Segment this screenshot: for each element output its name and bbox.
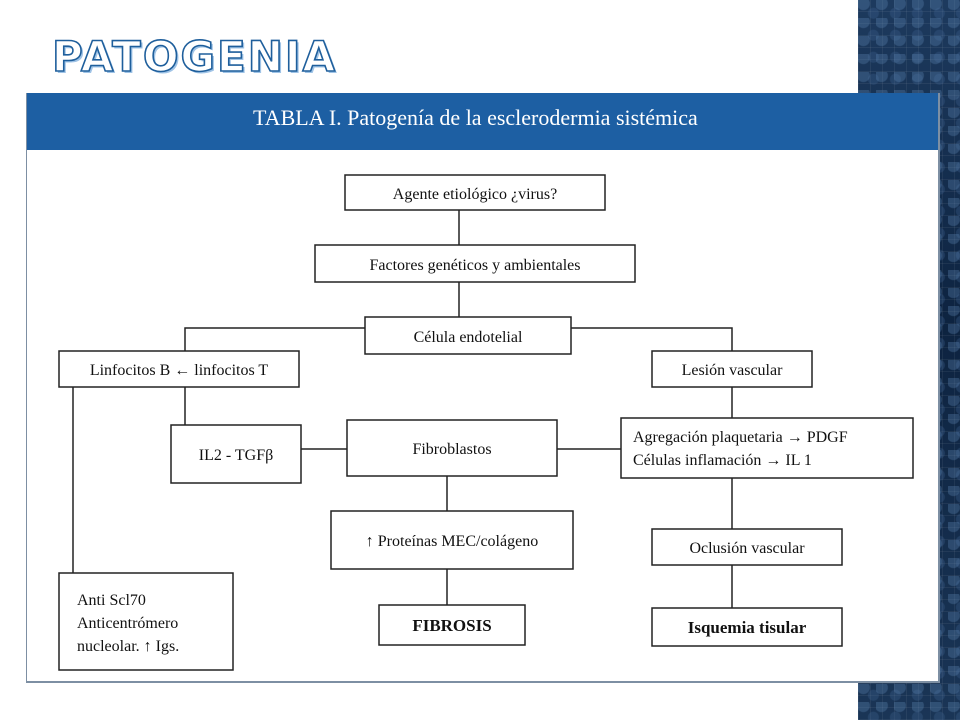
- box-linfocitos: [58, 350, 300, 388]
- node-fibrosis-label: FIBROSIS: [412, 616, 491, 635]
- box-celula: [364, 316, 572, 355]
- node-anti-label-line-1: Anti Scl70: [77, 592, 146, 609]
- box-fibrosis: [378, 604, 526, 646]
- flowchart-labels: Agente etiológico ¿virus? Factores genét…: [77, 186, 848, 655]
- box-isquemia: [651, 607, 843, 647]
- node-factores-label: Factores genéticos y ambientales: [369, 257, 580, 274]
- node-celula-label: Célula endotelial: [414, 329, 523, 346]
- box-oclusion: [651, 528, 843, 566]
- box-agregacion: [620, 417, 914, 479]
- node-anti-label-line-3: nucleolar. ↑ Igs.: [77, 638, 179, 655]
- node-agente-label: Agente etiológico ¿virus?: [393, 186, 557, 203]
- connector-celula-lesion: [571, 327, 733, 351]
- node-anti-label-line-2: Anticentrómero: [77, 615, 178, 632]
- box-il2: [170, 424, 302, 484]
- page-title: PATOGENIA: [51, 31, 337, 82]
- node-proteinas-label: ↑ Proteínas MEC/colágeno: [366, 533, 538, 550]
- node-lesion-label: Lesión vascular: [682, 362, 784, 379]
- pathogenesis-flowchart: Agente etiológico ¿virus? Factores genét…: [58, 174, 914, 671]
- node-fibroblastos-label: Fibroblastos: [412, 441, 491, 458]
- box-lesion: [651, 350, 813, 388]
- table-header: TABLA I. Patogenía de la esclerodermia s…: [27, 93, 938, 150]
- node-linfocitos-label: Linfocitos B ← linfocitos T: [90, 362, 269, 379]
- table-title: TABLA I. Patogenía de la esclerodermia s…: [253, 105, 698, 130]
- pathogenesis-figure: TABLA I. Patogenía de la esclerodermia s…: [26, 93, 940, 683]
- node-agregacion-label-line-2: Células inflamación → IL 1: [633, 452, 812, 469]
- box-agente: [344, 174, 606, 211]
- box-proteinas: [330, 510, 574, 570]
- node-isquemia-label: Isquemia tisular: [688, 618, 807, 637]
- connector-lines: [72, 210, 733, 608]
- node-oclusion-label: Oclusión vascular: [689, 540, 805, 557]
- box-fibroblastos: [346, 419, 558, 477]
- node-il2-label: IL2 - TGFβ: [199, 447, 274, 464]
- connector-celula-linfocitos: [184, 327, 365, 351]
- flowchart-boxes: [58, 174, 914, 671]
- box-factores: [314, 244, 636, 283]
- box-anti: [58, 572, 234, 671]
- node-agregacion-label-line-1: Agregación plaquetaria → PDGF: [633, 429, 848, 446]
